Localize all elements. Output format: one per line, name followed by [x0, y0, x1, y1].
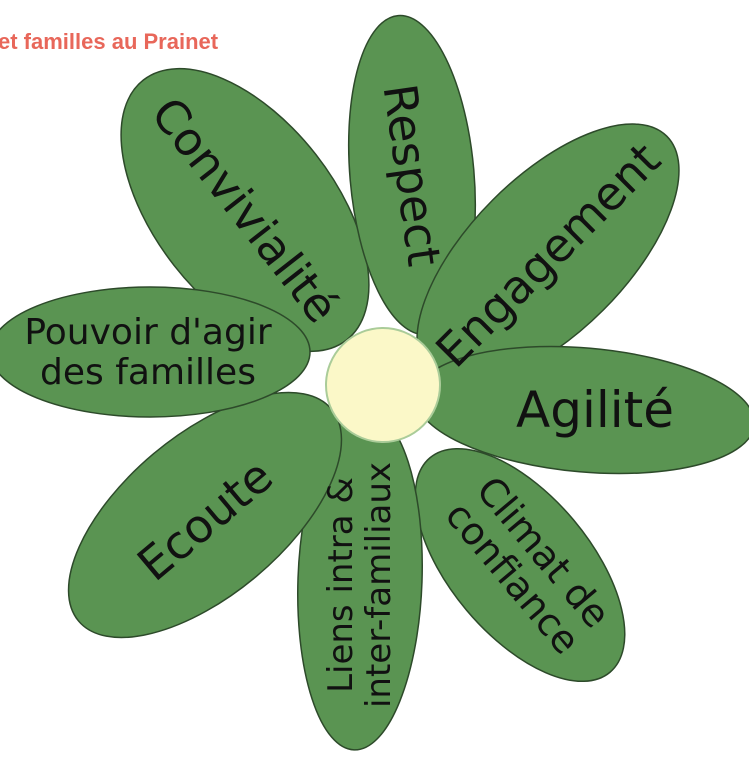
petal-label-line: Pouvoir d'agir	[24, 312, 272, 353]
petal-label-line: Liens intra &	[321, 477, 361, 693]
petal-label-line: Agilité	[516, 381, 674, 439]
petal-label-liens-intra-inter-familiaux: Liens intra &inter-familiaux	[321, 462, 399, 708]
petal-label-agilite: Agilité	[516, 381, 674, 439]
page-title: et familles au Prainet	[0, 29, 219, 54]
petal-climat-de-confiance	[414, 447, 626, 683]
petal-label-line: des familles	[40, 352, 256, 393]
petal-pouvoir-d-agir-des-familles	[0, 286, 311, 418]
petal-label-line: inter-familiaux	[359, 462, 399, 708]
flower-center	[325, 327, 441, 443]
